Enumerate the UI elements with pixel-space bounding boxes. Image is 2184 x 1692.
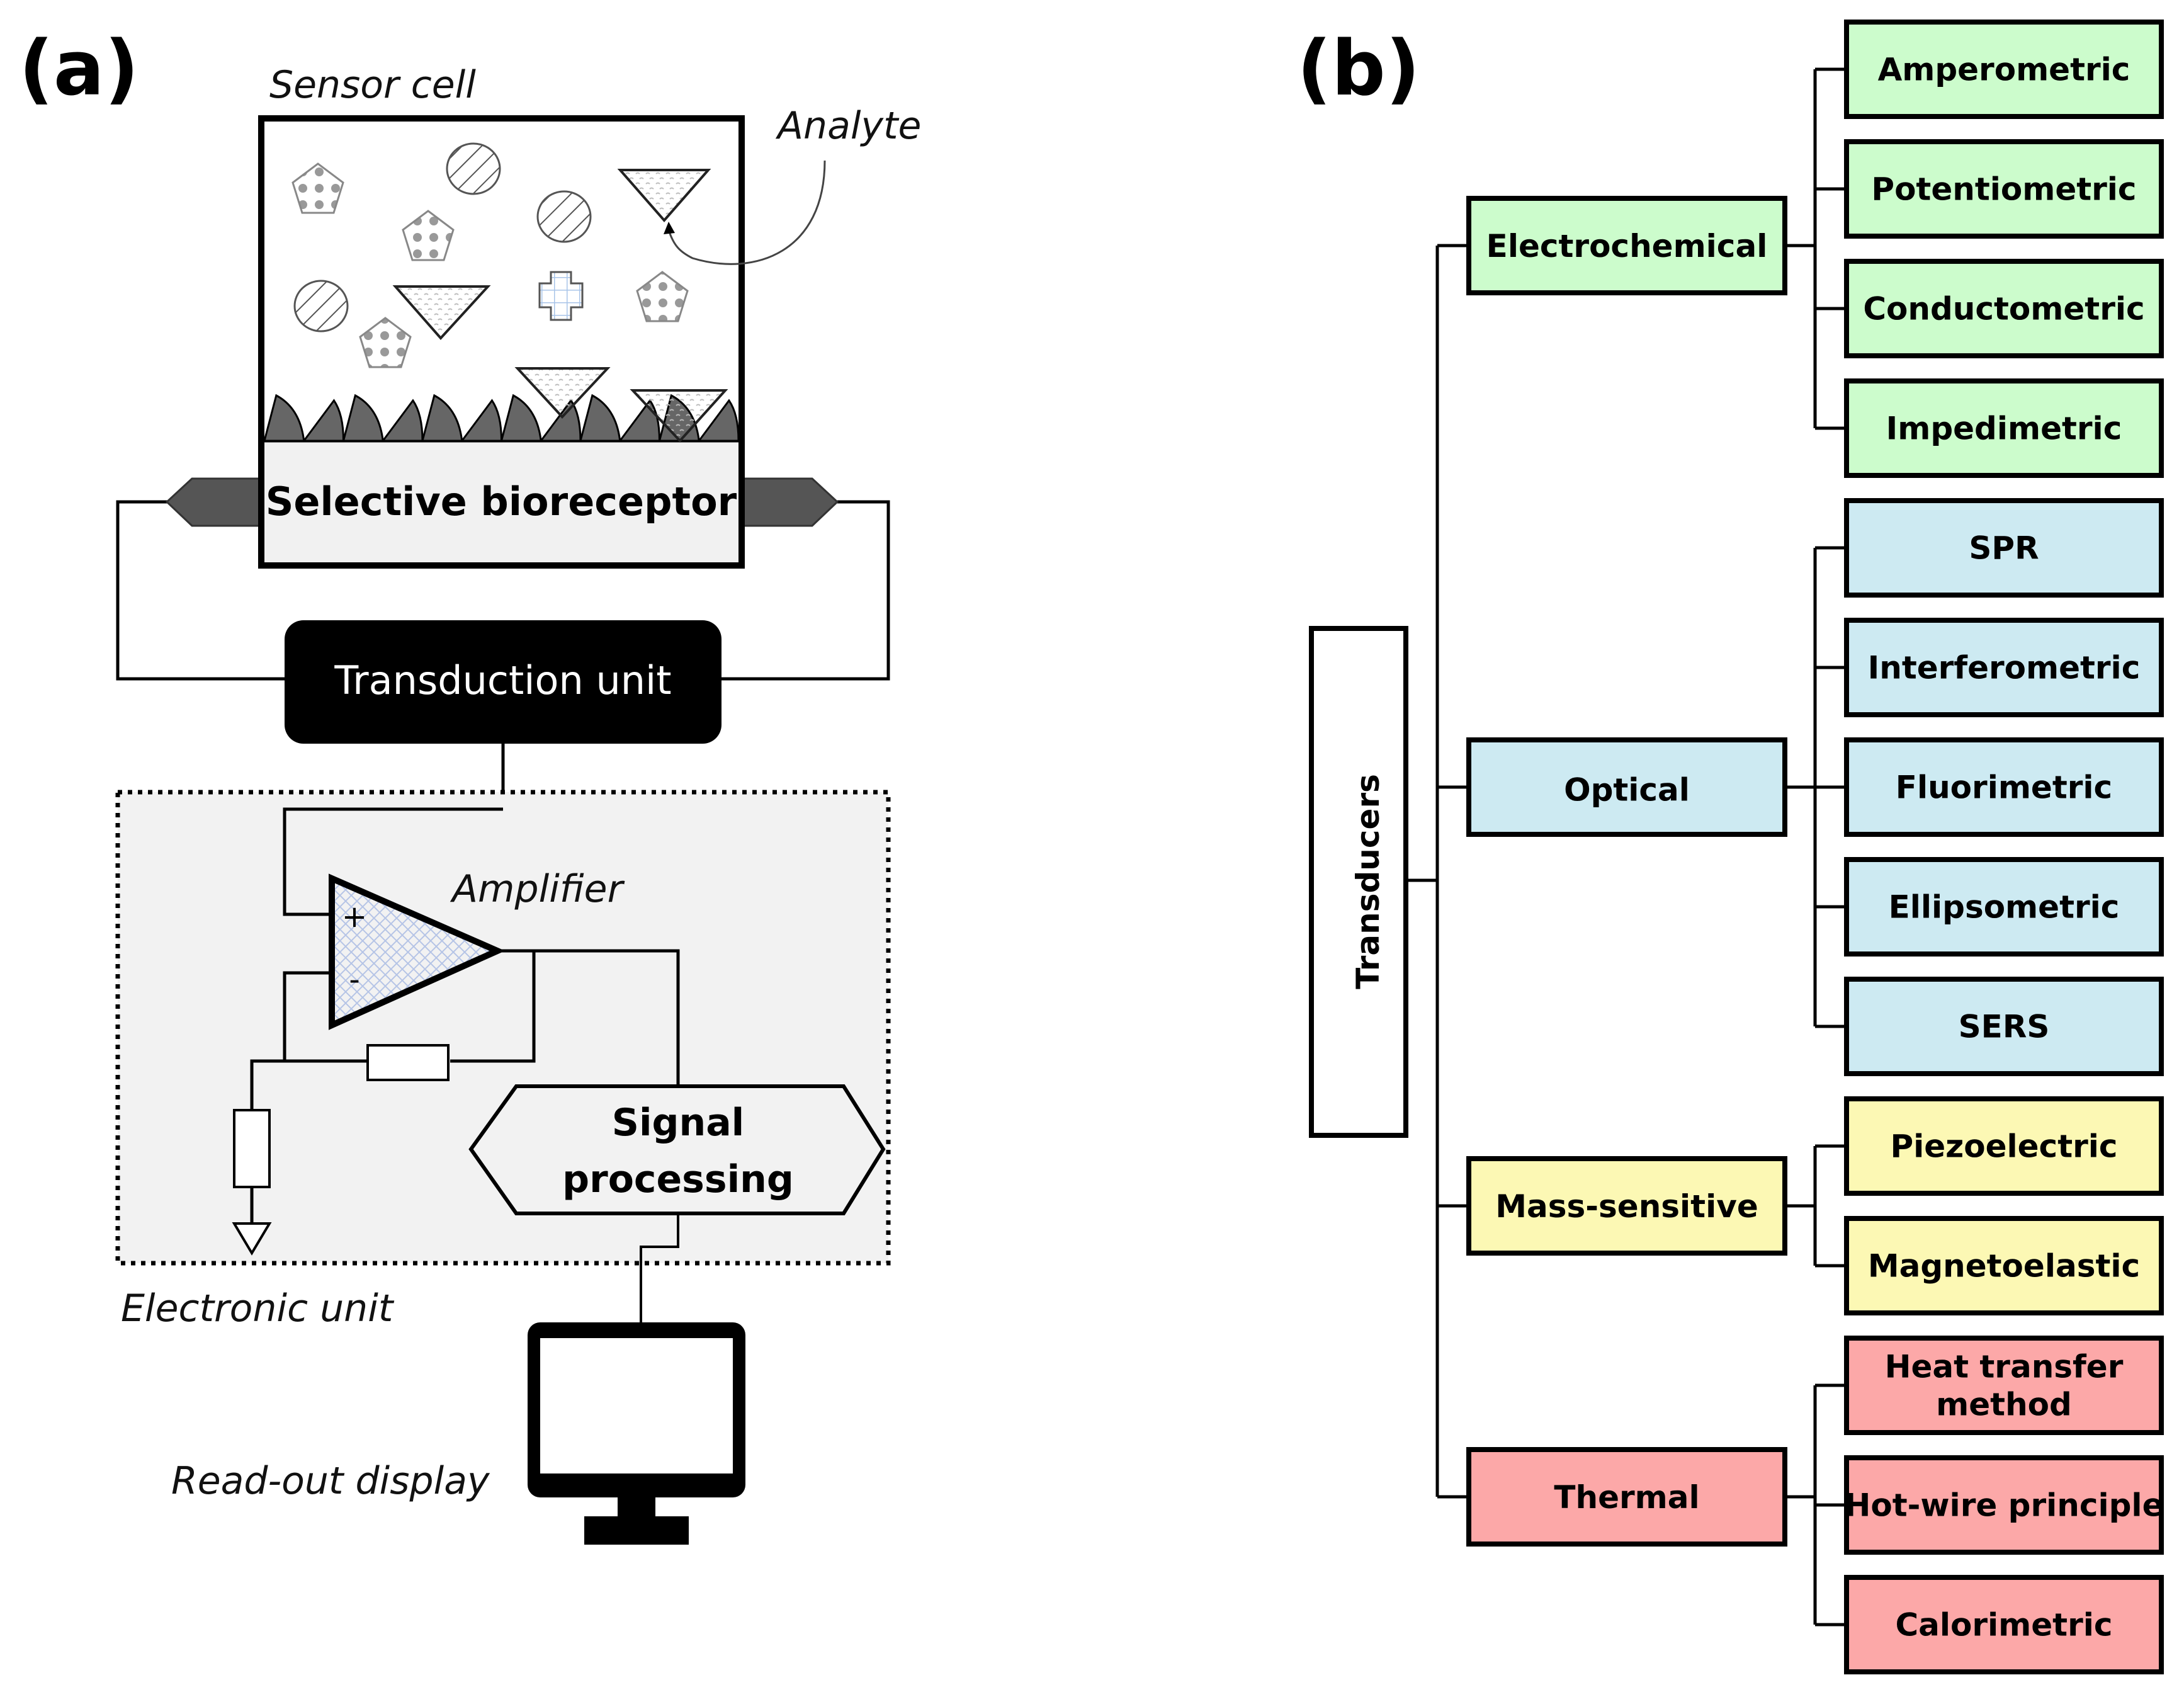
leaf-node-box [1844,139,2164,239]
leaf-node-label: Fluorimetric [1896,769,2112,806]
category-node-label: Optical [1564,772,1690,809]
transduction-unit-box [285,620,721,744]
leaf-node-box [1844,1575,2164,1674]
leaf-node-label: Potentiometric [1871,171,2136,208]
bioreceptor-base [264,441,738,562]
signal-processing-box [468,1084,886,1215]
leaf-node-label: method [1936,1387,2072,1423]
amp-output-wire [497,949,680,1086]
readout-display-icon [528,1322,745,1545]
bound-analyte-triangle-icon [630,389,728,443]
bioreceptor-site-icon [697,399,740,442]
molecule-circle-icon [446,142,501,195]
feedback-resistor-icon [366,1044,450,1081]
leaf-node-label: Piezoelectric [1890,1128,2117,1165]
molecule-pentagon-icon [636,271,689,322]
leaf-node-box [1844,977,2164,1076]
amplifier-icon [329,873,506,1030]
transducer-tree: AmperometricPotentiometricConductometric… [1406,20,2164,1674]
sensor-cell-label: Sensor cell [269,63,476,107]
category-node-label: Mass-sensitive [1495,1188,1758,1225]
left-electrode-icon [165,477,261,527]
molecule-pentagon-icon [402,210,455,261]
bioreceptor-sites [263,394,740,442]
right-wire [721,500,890,681]
molecule-pentagon-icon [359,317,412,368]
analyte-triangle-icon [514,367,611,419]
leaf-node-box [1844,1336,2164,1435]
bioreceptor-site-icon [263,394,305,442]
category-node-box [1466,737,1787,837]
leaf-node-box [1844,857,2164,957]
right-electrode-icon [742,477,839,527]
amplifier-label: Amplifier [450,867,625,911]
signal-processing-label-line2: processing [562,1157,794,1201]
molecule-circle-icon [536,190,592,243]
analyte-label: Analyte [775,104,921,148]
leaf-node-box [1844,259,2164,358]
molecule-circle-icon [293,280,349,332]
bioreceptor-site-icon [421,394,463,442]
panel-b: (b) Transducers AmperometricPotentiometr… [1297,20,2164,1674]
arrowhead-icon [664,222,675,234]
transduction-unit-label: Transduction unit [334,657,671,703]
leaf-node-label: SPR [1969,530,2039,567]
leaf-node-label: Calorimetric [1895,1607,2112,1644]
transducers-root-box [1309,626,1408,1138]
category-node-label: Thermal [1554,1479,1699,1516]
leaf-node-label: Heat transfer [1885,1349,2124,1385]
leaf-node-label: Magnetoelastic [1868,1248,2140,1285]
signal-processing-label-line1: Signal [612,1101,745,1145]
left-wire [116,500,285,681]
bioreceptor-site-icon [579,394,621,442]
readout-display-label: Read-out display [171,1459,490,1503]
leaf-node-label: SERS [1959,1009,2050,1045]
leaf-node-label: Conductometric [1863,291,2144,327]
leaf-node-label: Amperometric [1878,52,2130,88]
molecule-pentagon-icon [291,162,344,214]
leaf-node-label: Ellipsometric [1889,889,2120,926]
feedback-wire [450,951,536,1063]
leaf-node-label: Hot-wire principle [1845,1487,2164,1524]
analyte-molecules [291,142,728,443]
leaf-node-label: Impedimetric [1886,411,2122,447]
electronic-unit-label: Electronic unit [121,1286,395,1331]
leaf-node-label: Interferometric [1868,650,2141,686]
bioreceptor-label: Selective bioreceptor [266,479,737,525]
ground-resistor-icon [233,1109,271,1188]
amp-input-plus-wire [283,807,503,916]
analyte-triangle-icon [617,169,711,223]
amp-input-minus-wire [283,971,366,1063]
leaf-node-box [1844,1216,2164,1315]
category-node-box [1466,1156,1787,1256]
amp-minus-sign: - [349,962,359,997]
panel-b-label: (b) [1297,25,1420,113]
amp-plus-sign: + [342,899,367,934]
bioreceptor-site-icon [342,394,384,442]
molecule-cross-icon [538,271,584,321]
leaf-node-box [1844,618,2164,717]
category-node-label: Electrochemical [1486,228,1768,264]
panel-a-label: (a) [19,25,139,113]
bioreceptor-site-icon [500,394,542,442]
ground-icon [232,1222,272,1256]
output-to-display-wire [640,1213,679,1322]
panel-a: (a) Sensor cell Analyte Selective biorec… [19,25,921,1545]
transducers-root-label: Transducers [1350,774,1386,989]
analyte-triangle-icon [392,285,491,340]
analyte-pointer-arrow [667,160,826,265]
leaf-node-box [1844,378,2164,478]
ground-wire [250,1059,285,1111]
